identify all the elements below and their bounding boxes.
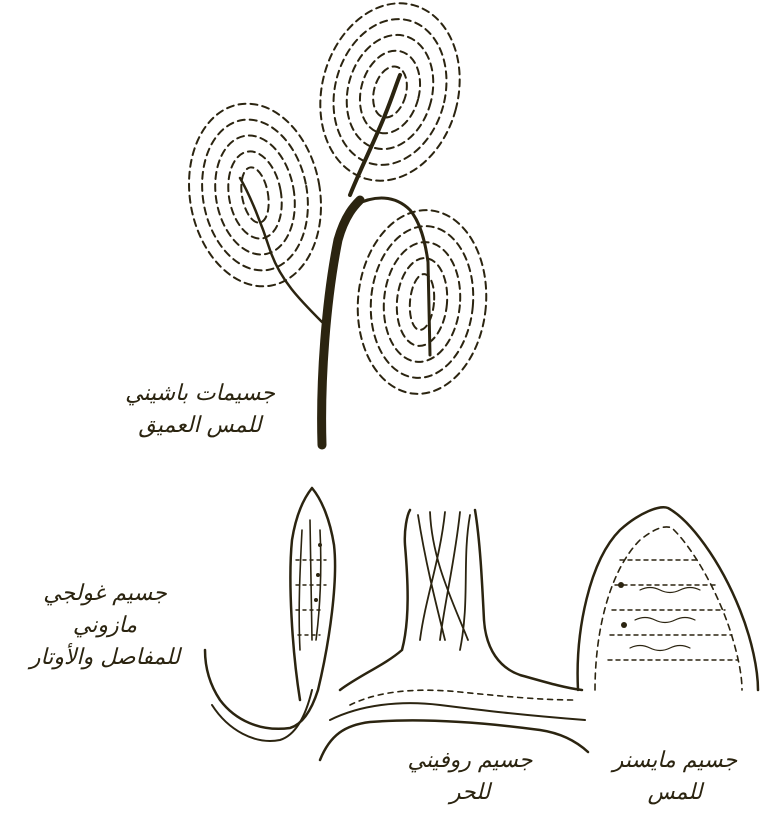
golgi-corpuscle	[205, 488, 335, 741]
golgi-label-line1: جسيم غولجي	[15, 578, 195, 610]
ruffini-label-line1: جسيم روفيني	[385, 745, 555, 777]
ruffini-label: جسيم روفيني للحر	[385, 745, 555, 809]
ruffini-corpuscle	[320, 510, 588, 760]
ruffini-label-line2: للحر	[385, 777, 555, 809]
nerve-trunk	[322, 200, 360, 445]
pacinian-capsule-left	[175, 93, 335, 297]
nerve-branch-left	[240, 178, 322, 322]
meissner-label: جسيم مايسنر للمس	[590, 745, 760, 809]
golgi-label: جسيم غولجي مازوني للمفاصل والأوتار	[15, 578, 195, 674]
pacinian-label-line1: جسيمات باشيني	[105, 378, 295, 410]
pacinian-label: جسيمات باشيني للمس العميق	[105, 378, 295, 442]
golgi-label-line3: للمفاصل والأوتار	[15, 642, 195, 674]
meissner-label-line1: جسيم مايسنر	[590, 745, 760, 777]
meissner-corpuscle	[578, 507, 758, 690]
pacinian-label-line2: للمس العميق	[105, 410, 295, 442]
golgi-label-line2: مازوني	[15, 610, 195, 642]
meissner-label-line2: للمس	[590, 777, 760, 809]
